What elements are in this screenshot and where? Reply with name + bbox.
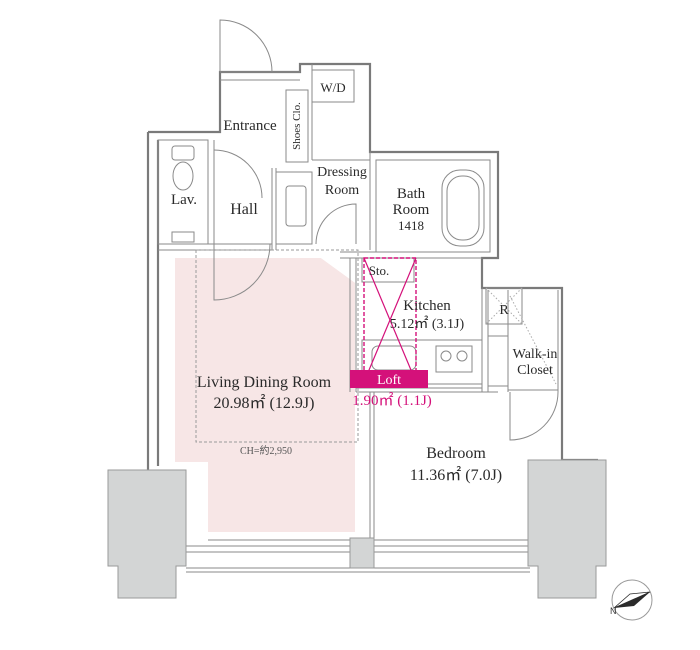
bedroom-area-label: 11.36㎡ (7.0J) <box>410 466 502 484</box>
shoes-closet-label: Shoes Clo. <box>291 102 303 150</box>
dressing-label-line2: Room <box>325 183 359 198</box>
lav-label: Lav. <box>171 192 197 208</box>
ceiling-height-label: CH=約2,950 <box>240 444 292 457</box>
bath-label-line2: Room <box>393 202 430 218</box>
north-arrow-icon: N <box>610 579 653 621</box>
bedroom-label: Bedroom <box>426 445 486 462</box>
living-label: Living Dining Room <box>197 374 332 391</box>
loft-label-bg <box>350 370 428 388</box>
kitchen-label: Kitchen <box>403 298 451 314</box>
kitchen-area-label: 5.12㎡ (3.1J) <box>390 316 465 332</box>
loft-label: Loft <box>377 373 401 388</box>
bath-size-label: 1418 <box>398 218 424 233</box>
dressing-label-line1: Dressing <box>317 165 367 180</box>
loft-outline <box>195 249 428 443</box>
living-area-label: 20.98㎡ (12.9J) <box>214 394 315 412</box>
refrigerator-label: R <box>499 303 509 318</box>
entrance-label: Entrance <box>223 118 277 134</box>
columns <box>107 459 607 599</box>
hall-label: Hall <box>230 201 258 218</box>
loft-area-label: 1.90㎡ (1.1J) <box>352 392 432 409</box>
svg-text:N: N <box>610 606 617 616</box>
storage-label: Sto. <box>369 263 390 278</box>
bath-label-line1: Bath <box>397 186 426 202</box>
wd-label: W/D <box>320 80 345 95</box>
walkin-label-line2: Closet <box>517 363 553 378</box>
walkin-label-line1: Walk-in <box>513 347 558 362</box>
living-floor-tint <box>175 258 355 532</box>
